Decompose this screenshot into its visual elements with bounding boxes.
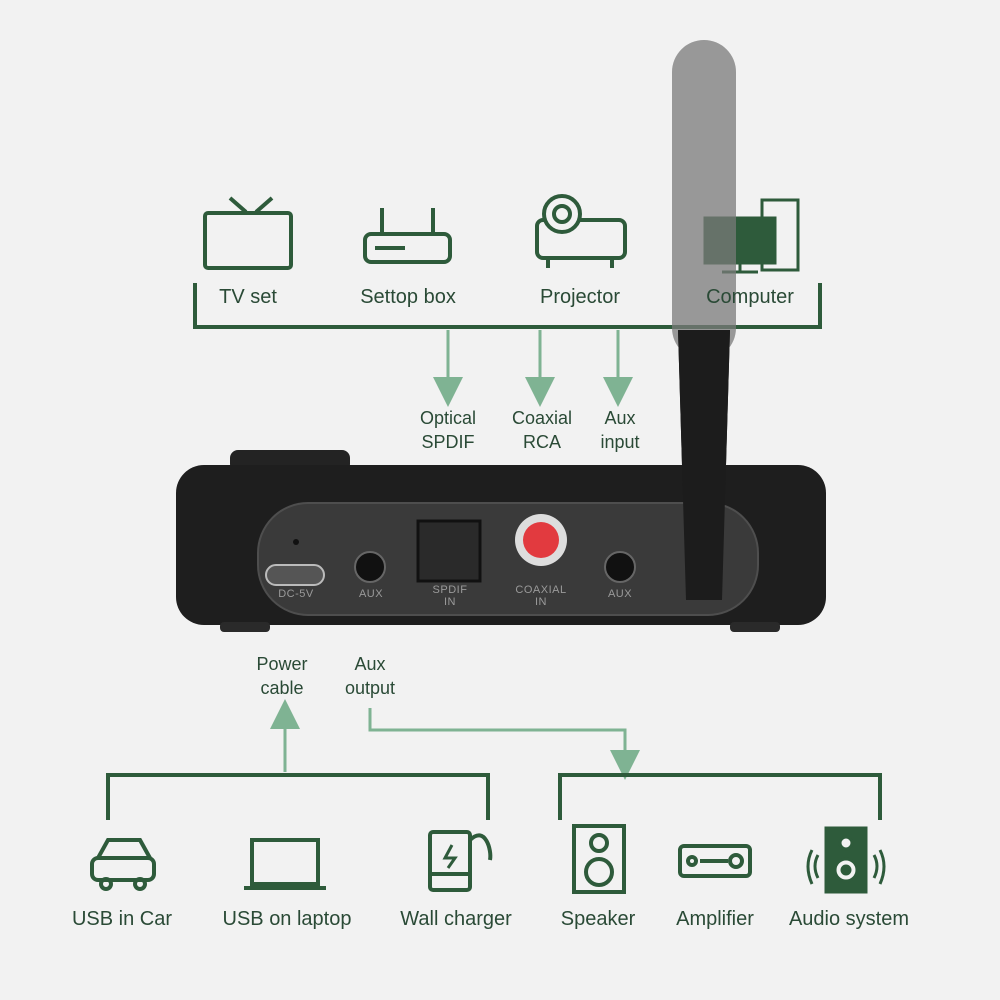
input-label-line: RCA	[522, 432, 561, 452]
output-label-aux: Aux output	[345, 652, 395, 700]
input-label-line: Optical	[419, 408, 477, 428]
projector-icon	[535, 194, 627, 268]
power-bank-icon	[428, 830, 493, 892]
power-source-label-car: USB in Car	[71, 908, 173, 930]
power-source-label-charger: Wall charger	[400, 908, 512, 930]
input-label-aux: Aux input	[600, 406, 639, 454]
port-label-line: IN	[444, 596, 456, 608]
device-panel	[257, 502, 759, 616]
device-foot	[730, 622, 780, 632]
aux-port-1	[354, 551, 386, 583]
tv-icon	[203, 196, 293, 270]
output-device-label-audio-system: Audio system	[788, 908, 910, 930]
output-label-line: Aux	[354, 654, 386, 674]
input-label-line: input	[600, 432, 640, 452]
port-label-line: COAXIAL	[515, 584, 567, 596]
port-label-line: AUX	[358, 588, 384, 600]
port-label-line: IN	[535, 596, 547, 608]
output-device-label-amplifier: Amplifier	[676, 908, 754, 930]
input-label-line: Aux	[604, 408, 636, 428]
output-label-line: cable	[260, 678, 304, 698]
port-label-line: AUX	[607, 588, 633, 600]
usb-c-port	[265, 564, 325, 586]
input-label-line: Coaxial	[511, 408, 573, 428]
car-icon	[90, 838, 156, 891]
antenna-upper	[672, 40, 736, 360]
power-bracket	[106, 773, 490, 820]
port-label-dc: DC-5V	[278, 588, 314, 600]
led-indicator	[293, 539, 299, 545]
spdif-port	[416, 519, 482, 583]
output-bracket	[558, 773, 882, 820]
source-label-computer: Computer	[706, 286, 794, 308]
laptop-icon	[244, 838, 326, 890]
speaker-icon	[572, 824, 626, 894]
device-foot	[220, 622, 270, 632]
output-device-label-speaker: Speaker	[560, 908, 636, 930]
output-label-line: Power	[256, 654, 308, 674]
output-label-line: output	[344, 678, 396, 698]
port-label-line: SPDIF	[432, 584, 468, 596]
audio-system-icon	[806, 826, 886, 894]
source-label-tv: TV set	[219, 286, 277, 308]
port-label-aux-1: AUX	[359, 588, 383, 600]
port-label-aux-2: AUX	[608, 588, 632, 600]
output-label-power: Power cable	[256, 652, 307, 700]
port-label-line: DC-5V	[278, 588, 314, 600]
arrow-aux-output	[368, 708, 640, 780]
amplifier-icon	[678, 844, 752, 878]
aux-port-2	[604, 551, 636, 583]
source-bracket	[193, 283, 822, 329]
power-source-label-laptop: USB on laptop	[222, 908, 352, 930]
source-label-projector: Projector	[539, 286, 621, 308]
input-label-line: SPDIF	[421, 432, 475, 452]
router-icon	[363, 208, 452, 264]
source-label-settop: Settop box	[360, 286, 456, 308]
